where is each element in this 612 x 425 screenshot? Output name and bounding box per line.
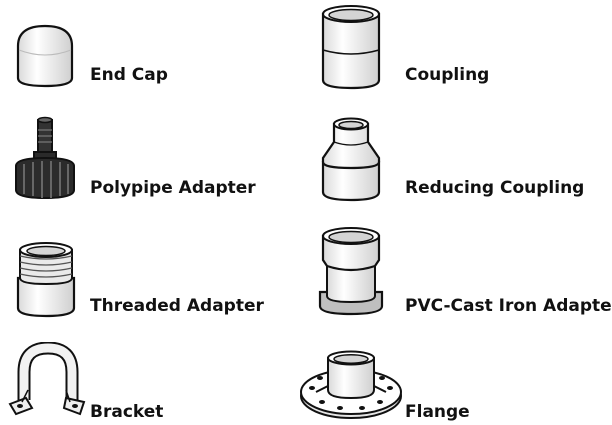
pvc-cast-iron-adapter-icon — [318, 227, 384, 316]
polypipe-adapter-icon — [15, 116, 75, 200]
pvc-cast-iron-adapter-label: PVC-Cast Iron Adapter — [405, 296, 612, 316]
flange-label: Flange — [405, 402, 470, 422]
polypipe-adapter-label: Polypipe Adapter — [90, 178, 256, 198]
reducing-coupling-icon — [321, 117, 381, 202]
bracket-label: Bracket — [90, 402, 164, 422]
threaded-adapter-icon — [16, 242, 76, 318]
coupling-icon — [321, 5, 381, 90]
flange-icon — [300, 350, 402, 419]
bracket-icon — [8, 342, 86, 416]
threaded-adapter-label: Threaded Adapter — [90, 296, 264, 316]
end-cap-label: End Cap — [90, 65, 168, 85]
coupling-label: Coupling — [405, 65, 490, 85]
reducing-coupling-label: Reducing Coupling — [405, 178, 585, 198]
end-cap-icon — [16, 24, 74, 88]
